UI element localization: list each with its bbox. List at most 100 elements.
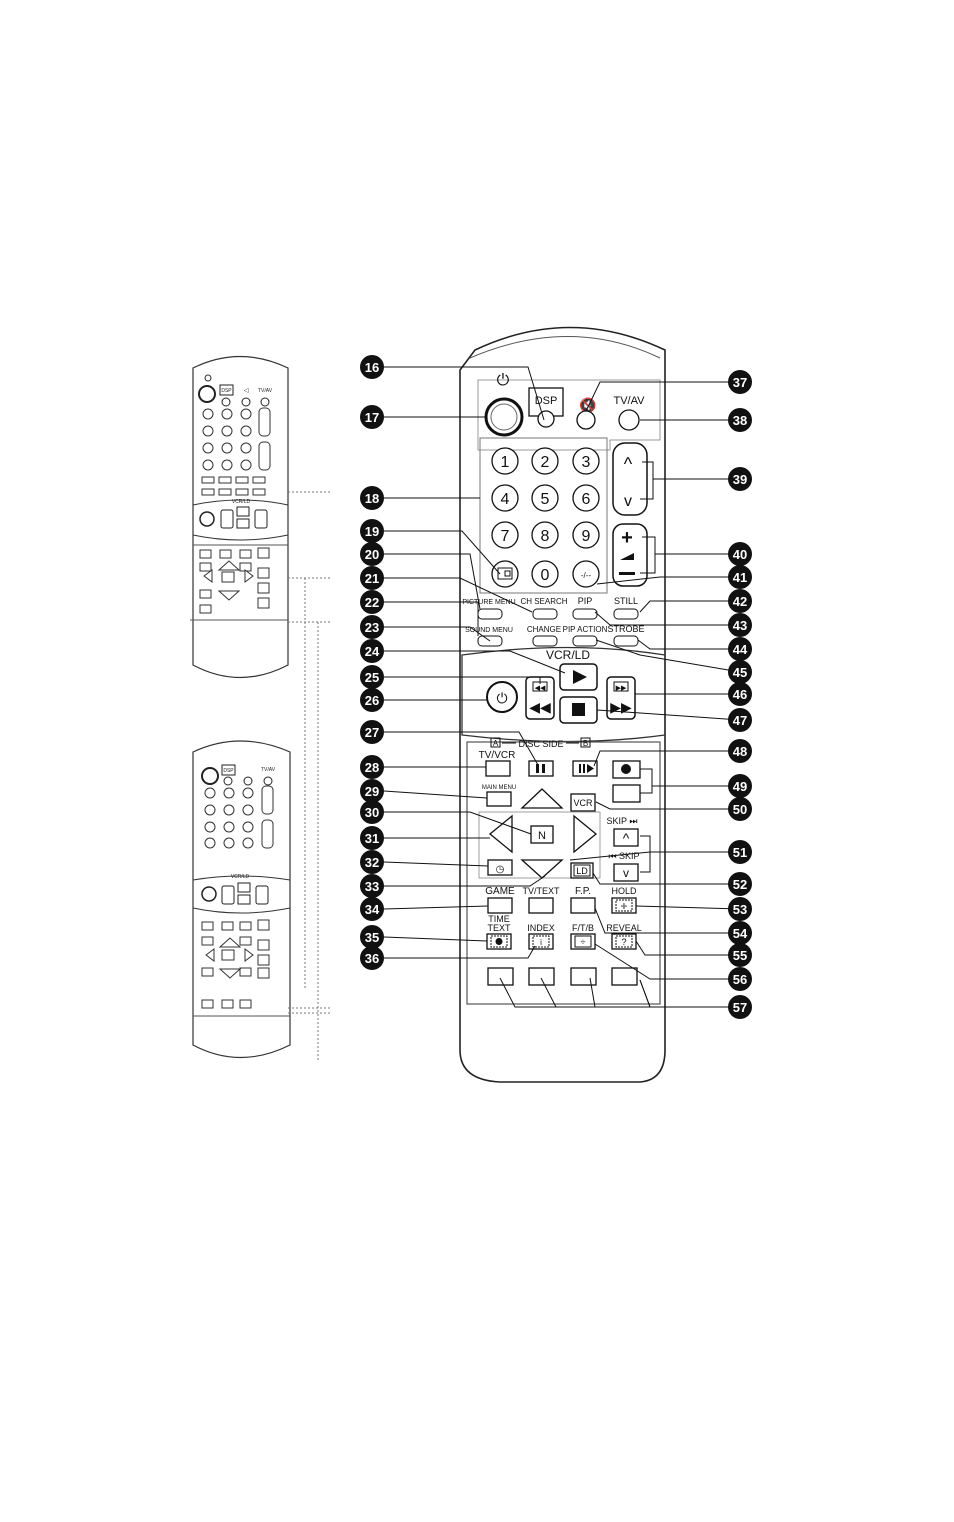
power-indicator-icon: ⏻ bbox=[497, 372, 510, 389]
dsp-button[interactable] bbox=[537, 410, 555, 428]
channel-down-icon: v bbox=[624, 493, 632, 510]
n-label: N bbox=[538, 830, 546, 842]
callout-35: 35 bbox=[365, 930, 379, 945]
small-top-vcrld: VCR/LD bbox=[232, 499, 251, 505]
game-button[interactable] bbox=[487, 897, 513, 914]
digit-4-label: 4 bbox=[501, 491, 510, 508]
pip-action-button[interactable] bbox=[572, 635, 598, 647]
skip-down-icon: v bbox=[623, 866, 629, 880]
dash-dash-button[interactable] bbox=[572, 560, 600, 588]
digit-7-button[interactable] bbox=[491, 521, 519, 549]
main-menu-button[interactable] bbox=[486, 791, 512, 807]
volume-up-icon: + bbox=[621, 527, 633, 549]
change-label: CHANGE bbox=[527, 625, 561, 634]
digit-1-label: 1 bbox=[501, 454, 510, 471]
tv-text-button[interactable] bbox=[528, 897, 554, 914]
skip-forward-small-icon: ▶▶ bbox=[616, 685, 627, 692]
tvav-button[interactable] bbox=[618, 409, 640, 431]
pause-icon bbox=[536, 764, 539, 773]
nav-up-button[interactable] bbox=[520, 788, 564, 809]
record-second-button[interactable] bbox=[612, 784, 641, 803]
digit-3-button[interactable] bbox=[572, 447, 600, 475]
digit-9-button[interactable] bbox=[572, 521, 600, 549]
callout-40: 40 bbox=[733, 547, 747, 562]
skip-back-button[interactable] bbox=[613, 863, 639, 882]
color-key-2-button[interactable] bbox=[528, 967, 555, 986]
callout-16: 16 bbox=[365, 360, 379, 375]
ftb-button[interactable] bbox=[570, 933, 596, 950]
small-bottom-vcrld: VCR/LD bbox=[231, 874, 250, 880]
callout-49: 49 bbox=[733, 779, 747, 794]
rewind-icon: ◀◀ bbox=[529, 699, 551, 715]
callout-46: 46 bbox=[733, 687, 747, 702]
fp-button[interactable] bbox=[570, 897, 596, 914]
callout-52: 52 bbox=[733, 877, 747, 892]
digit-1-button[interactable] bbox=[491, 447, 519, 475]
digit-0-button[interactable] bbox=[531, 560, 559, 588]
vcr-power-button[interactable] bbox=[486, 681, 518, 713]
mute-button[interactable] bbox=[576, 410, 596, 430]
pip-button[interactable] bbox=[572, 608, 598, 620]
vcr-button[interactable] bbox=[570, 793, 596, 812]
callout-25: 25 bbox=[365, 670, 379, 685]
strobe-label: STROBE bbox=[607, 624, 644, 634]
record-icon bbox=[621, 764, 631, 774]
digit-9-label: 9 bbox=[582, 528, 591, 545]
callout-54: 54 bbox=[733, 926, 748, 941]
callout-50: 50 bbox=[733, 802, 747, 817]
pause-button[interactable] bbox=[528, 760, 554, 777]
text-label: TEXT bbox=[487, 923, 511, 933]
timer-button[interactable] bbox=[487, 859, 513, 876]
small-top-tvav: TV/AV bbox=[258, 388, 273, 394]
color-key-4-button[interactable] bbox=[611, 967, 638, 986]
digit-2-button[interactable] bbox=[531, 447, 559, 475]
index-button[interactable] bbox=[528, 933, 554, 950]
callout-32: 32 bbox=[365, 855, 379, 870]
hold-button[interactable] bbox=[611, 897, 637, 914]
callout-26: 26 bbox=[365, 693, 379, 708]
index-icon: i bbox=[540, 938, 542, 947]
n-button[interactable] bbox=[530, 825, 554, 844]
callout-38: 38 bbox=[733, 413, 747, 428]
tv-vcr-button[interactable] bbox=[485, 760, 511, 777]
disc-b-label: B bbox=[583, 739, 588, 748]
nav-down-button[interactable] bbox=[520, 859, 564, 879]
ch-search-button[interactable] bbox=[532, 608, 558, 620]
slow-play-icon bbox=[579, 764, 581, 773]
digit-5-button[interactable] bbox=[531, 484, 559, 512]
callout-33: 33 bbox=[365, 879, 379, 894]
callout-47: 47 bbox=[733, 713, 747, 728]
callout-18: 18 bbox=[365, 491, 379, 506]
vcr-label: VCR bbox=[573, 798, 593, 808]
disc-a-label: A bbox=[493, 739, 499, 748]
color-key-3-button[interactable] bbox=[570, 967, 597, 986]
volume-down-icon bbox=[619, 572, 635, 575]
small-top-dsp: DSP bbox=[221, 388, 232, 394]
ld-button[interactable] bbox=[570, 862, 594, 879]
digit-8-label: 8 bbox=[541, 528, 550, 545]
vcr-ld-label: VCR/LD bbox=[546, 648, 590, 662]
callout-28: 28 bbox=[365, 760, 379, 775]
digit-6-button[interactable] bbox=[572, 484, 600, 512]
change-button[interactable] bbox=[532, 635, 558, 647]
digit-2-label: 2 bbox=[541, 454, 550, 471]
digit-8-button[interactable] bbox=[531, 521, 559, 549]
skip-forward-button[interactable] bbox=[613, 828, 639, 847]
small-bottom-dsp: DSP bbox=[223, 768, 234, 774]
strobe-button[interactable] bbox=[613, 635, 639, 647]
digit-keypad: 1 2 3 4 5 6 7 8 9 0 -/-- bbox=[491, 447, 600, 588]
color-key-1-button[interactable] bbox=[487, 967, 514, 986]
channel-rocker[interactable] bbox=[612, 442, 648, 516]
timer-icon: ◷ bbox=[496, 864, 505, 875]
callout-24: 24 bbox=[365, 644, 380, 659]
still-button[interactable] bbox=[613, 608, 639, 620]
callout-27: 27 bbox=[365, 725, 379, 740]
digit-4-button[interactable] bbox=[491, 484, 519, 512]
dash-dash-label: -/-- bbox=[581, 571, 592, 580]
nav-right-button[interactable] bbox=[573, 814, 598, 854]
picture-menu-button[interactable] bbox=[477, 608, 503, 620]
skip-up-icon: ^ bbox=[623, 830, 630, 846]
skip-back-label: ⏮ SKIP bbox=[608, 851, 639, 861]
tv-vcr-label: TV/VCR bbox=[479, 750, 516, 761]
